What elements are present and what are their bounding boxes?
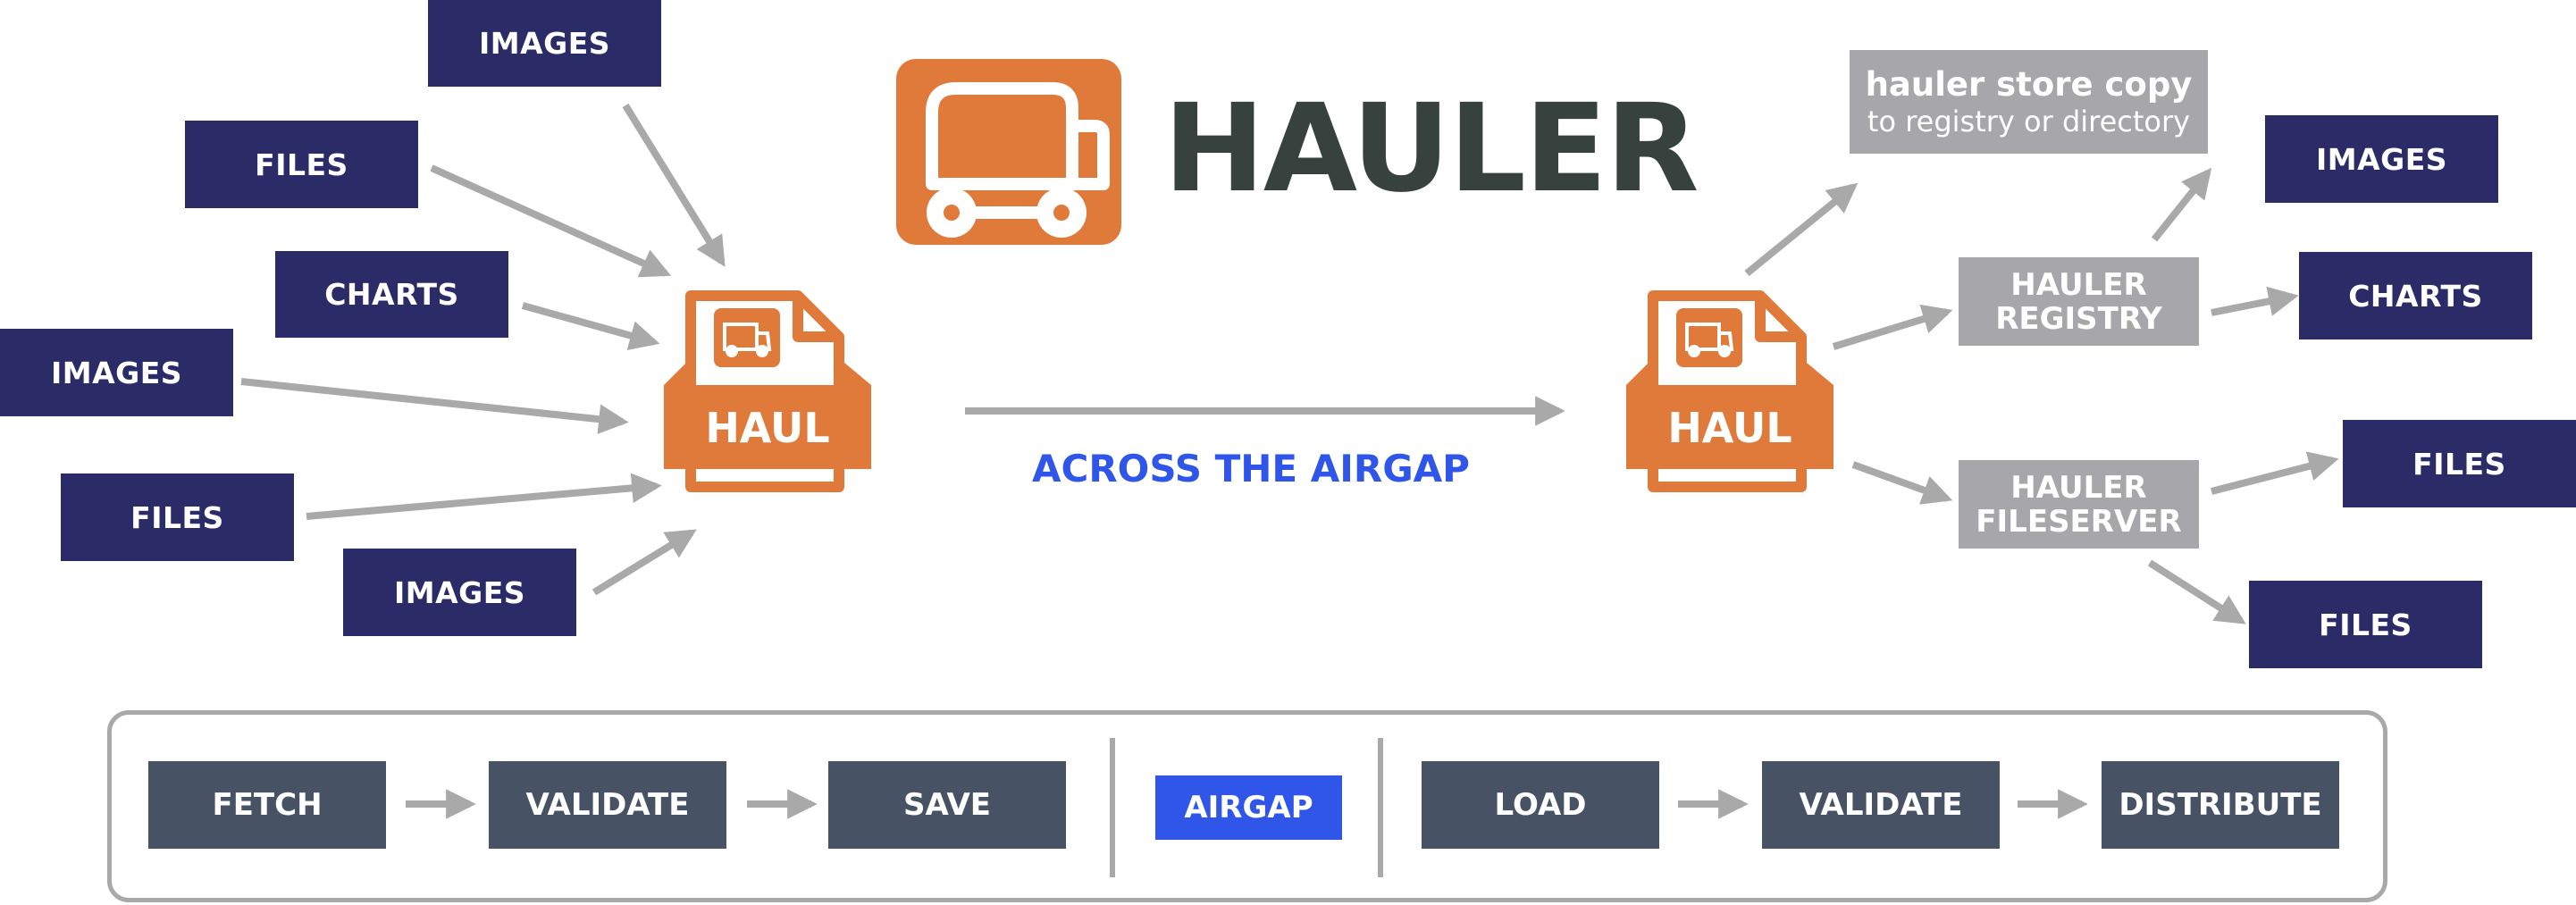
input-box-charts: CHARTS — [275, 251, 508, 338]
pipeline-step-fetch: FETCH — [148, 761, 386, 849]
output-box-images: IMAGES — [2265, 115, 2498, 203]
store-copy-subtitle: to registry or directory — [1867, 105, 2191, 138]
arrow-fileserver-files-2 — [2147, 559, 2246, 624]
fileserver-line-2: FILESERVER — [1976, 503, 2182, 540]
output-box-files: FILES — [2343, 420, 2576, 507]
store-copy-title: hauler store copy — [1865, 65, 2193, 104]
app-title: HAULER — [1163, 79, 1699, 220]
input-box-images: IMAGES — [343, 549, 576, 636]
hauler-registry-box: HAULER REGISTRY — [1959, 257, 2199, 346]
pipeline-divider — [1110, 738, 1115, 877]
pipeline-step-distribute: DISTRIBUTE — [2102, 761, 2339, 849]
fileserver-line-1: HAULER — [2010, 469, 2147, 506]
pipeline-step-load: LOAD — [1422, 761, 1659, 849]
haul-file-icon: HAUL — [1626, 290, 1833, 492]
input-box-images: IMAGES — [428, 0, 661, 87]
arrow-to-fileserver — [1851, 461, 1953, 505]
arrow-to-store-copy — [1744, 182, 1859, 277]
output-box-files: FILES — [2249, 581, 2482, 668]
arrow-fileserver-files-1 — [2211, 451, 2339, 495]
registry-line-1: HAULER — [2010, 266, 2147, 303]
input-box-images: IMAGES — [0, 329, 233, 416]
input-box-files: FILES — [61, 473, 294, 561]
pipeline-frame — [107, 710, 2387, 902]
arrow-input-2 — [430, 164, 672, 278]
arrow-input-4 — [240, 378, 629, 434]
pipeline-step-airgap: AIRGAP — [1155, 775, 1342, 840]
haul-label-left: HAUL — [705, 404, 829, 452]
hauler-fileserver-box: HAULER FILESERVER — [1959, 460, 2199, 549]
haul-label-right: HAUL — [1667, 404, 1791, 452]
arrow-registry-charts — [2211, 286, 2299, 316]
arrow-input-6 — [592, 529, 697, 596]
pipeline-divider — [1378, 738, 1383, 877]
pipeline-step-validate: VALIDATE — [489, 761, 726, 849]
output-box-charts: CHARTS — [2299, 252, 2532, 339]
arrow-registry-images — [2151, 167, 2212, 242]
arrow-input-3 — [521, 302, 660, 350]
registry-line-2: REGISTRY — [1995, 300, 2162, 337]
truck-logo-icon — [896, 59, 1121, 245]
haul-file-icon: HAUL — [664, 290, 871, 492]
arrow-to-registry — [1832, 304, 1953, 350]
input-box-files: FILES — [185, 121, 418, 208]
pipeline-step-validate: VALIDATE — [1762, 761, 2000, 849]
airgap-caption: ACROSS THE AIRGAP — [1032, 447, 1470, 490]
arrow-input-1 — [622, 103, 726, 267]
store-copy-box: hauler store copy to registry or directo… — [1850, 50, 2208, 154]
arrow-input-5 — [306, 473, 662, 520]
pipeline-step-save: SAVE — [828, 761, 1066, 849]
